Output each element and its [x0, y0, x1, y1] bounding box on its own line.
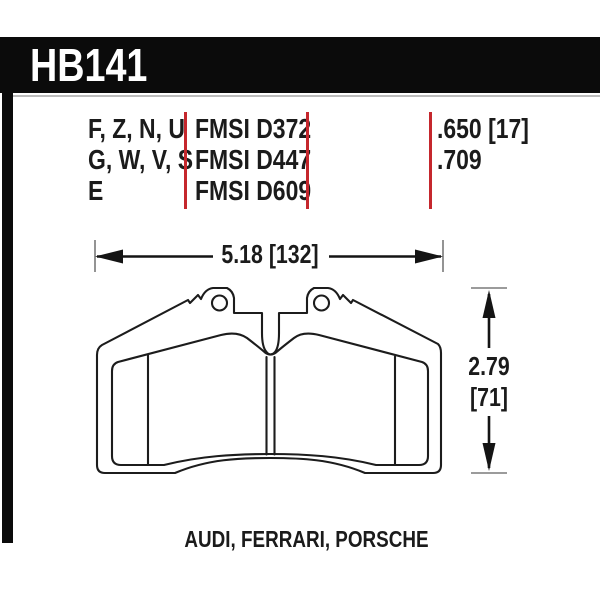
pad-outer-outline: [95, 286, 443, 475]
part-number-bar: HB141: [0, 37, 600, 93]
height-dimension: [471, 287, 507, 474]
pad-inner-outline: [110, 332, 430, 467]
fmsi-column: FMSI D372 FMSI D447 FMSI D609: [195, 113, 311, 206]
up-arrowhead: [482, 290, 496, 318]
column-divider-3: [429, 112, 432, 209]
right-arrowhead: [415, 249, 443, 264]
part-number: HB141: [30, 39, 148, 91]
column-divider-1: [184, 112, 187, 209]
fmsi-line: FMSI D372: [195, 113, 312, 144]
column-divider-2: [306, 112, 309, 209]
height-dimension-value-in: 2.79: [468, 351, 510, 381]
fmsi-line: FMSI D609: [195, 175, 312, 206]
width-dimension-label: 5.18 [132]: [221, 239, 319, 269]
fmsi-line: FMSI D447: [195, 144, 312, 175]
compound-codes-line: E: [88, 175, 104, 206]
header-rule: [13, 95, 600, 97]
left-mounting-hole: [210, 294, 229, 312]
compound-codes-line: F, Z, N, U: [88, 113, 185, 144]
thickness-line: .709: [437, 144, 482, 175]
applications-label: AUDI, FERRARI, PORSCHE: [184, 526, 429, 552]
thickness-column: .650 [17] .709: [437, 113, 529, 175]
width-dimension: [94, 240, 444, 272]
compound-codes-column: F, Z, N, U G, W, V, S E: [88, 113, 193, 206]
height-dimension-value-mm: [71]: [470, 382, 508, 412]
left-arrowhead: [95, 249, 123, 264]
right-mounting-hole: [312, 294, 331, 312]
compound-codes-line: G, W, V, S: [88, 144, 194, 175]
left-accent-bar: [2, 37, 13, 543]
center-slot: [265, 355, 276, 456]
thickness-line: .650 [17]: [437, 113, 529, 144]
down-arrowhead: [482, 443, 496, 471]
